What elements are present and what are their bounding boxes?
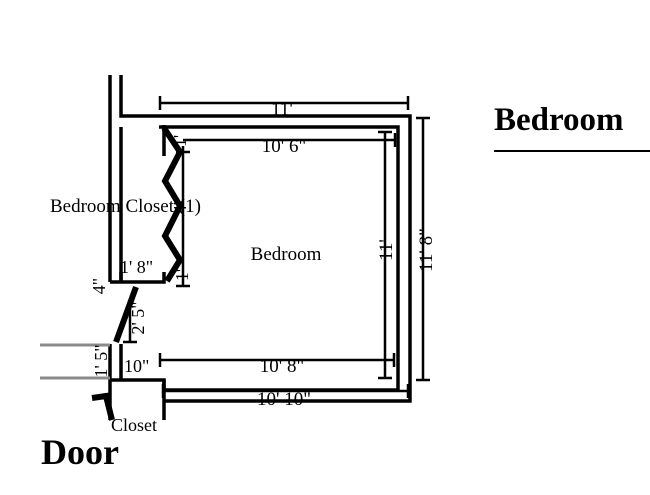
outer-wall [108,75,412,420]
heading-door: Door [41,432,119,472]
dim-top-outer: 11' [271,99,293,120]
room-label-closet-2: Closet [111,415,157,435]
room-label-closet-1: Bedroom Closet (1) [50,196,201,217]
dim-top-inner: 10' 6" [262,136,306,157]
dim-closet-bottom-depth: 1' [172,269,192,281]
closet-bottom-wall [110,272,166,284]
dim-closet-mid: 4' [170,202,190,214]
dim-door-swing: 2' 5" [128,301,148,334]
dim-door-jamb-right: 10" [124,356,149,376]
walls [108,75,412,420]
room-label-bedroom: Bedroom [251,244,322,265]
dim-right-outer: 11' 8" [416,228,437,272]
dimension-lines [123,96,430,398]
entry-door-leaf [113,285,139,344]
dim-closet-floor: 1' 8" [120,257,153,277]
dim-door-jamb: 1' 5" [91,344,111,377]
inner-wall [119,125,400,392]
dim-right-inner: 11' [376,239,397,261]
dim-left-wall: 4" [89,278,109,294]
dim-closet-top-depth: 1' [170,135,190,147]
door-opening [40,343,110,380]
heading-bedroom: Bedroom [494,102,624,138]
dim-bottom-inner: 10' 8" [260,356,304,377]
closet-door-leaf [91,392,115,421]
heading-underline [494,150,650,152]
dim-bottom-outer: 10' 10" [257,389,311,410]
